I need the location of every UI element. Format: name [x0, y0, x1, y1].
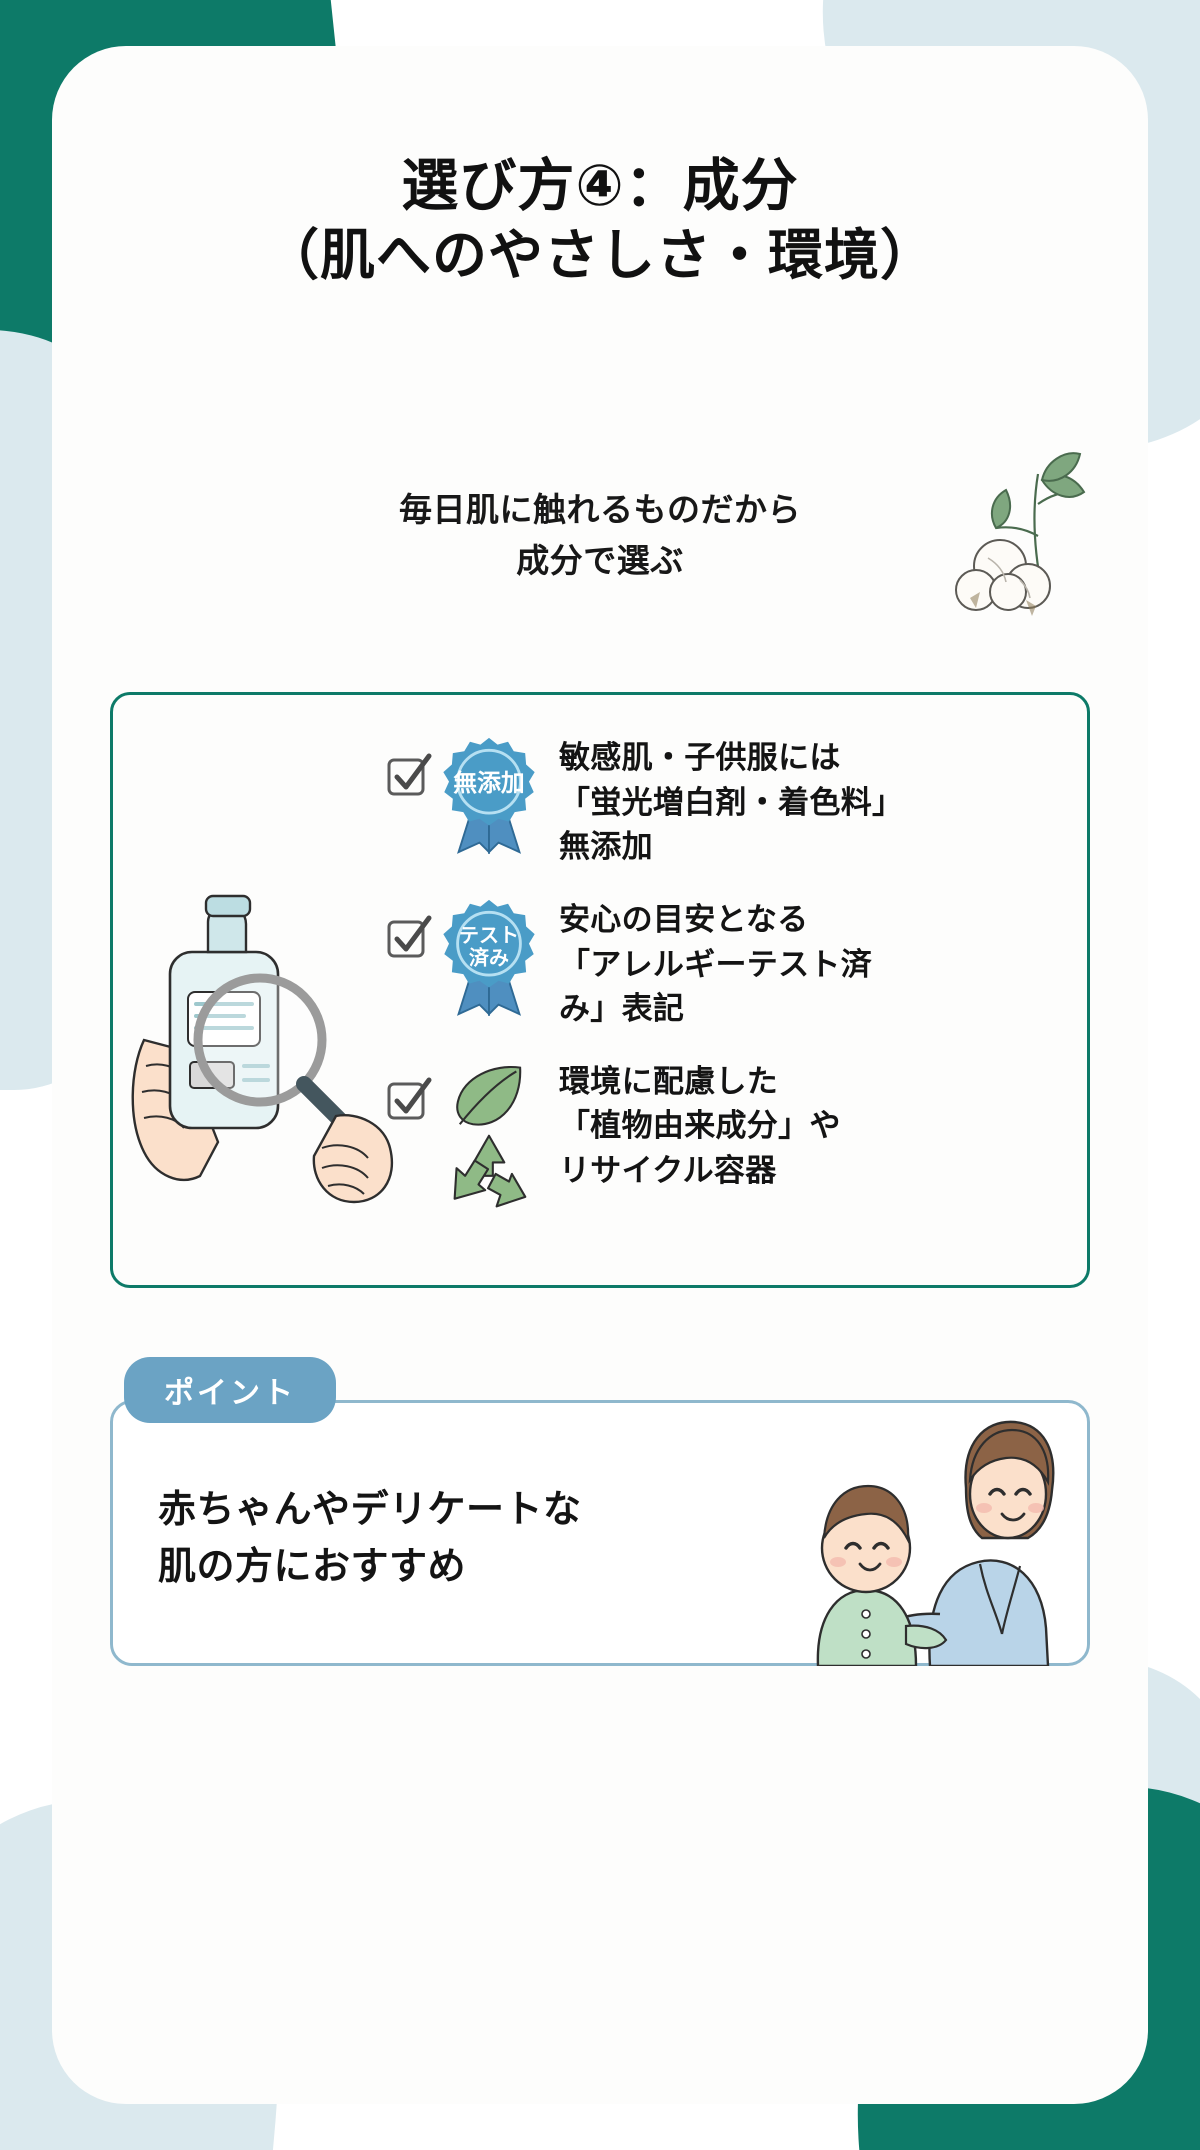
list-item-text: 安心の目安となる 「アレルギーテスト済 み」表記	[559, 892, 872, 1032]
detergent-bottle-magnifier-illustration	[131, 894, 394, 1204]
recycle-icon	[453, 1134, 527, 1208]
list-item-text-line-2: 「蛍光増白剤・着色料」	[559, 784, 904, 820]
list-item-text-line-3: み」表記	[559, 991, 685, 1027]
page-subtitle-line-1: 毎日肌に触れるものだから	[399, 491, 801, 528]
checkbox-checked-icon[interactable]	[385, 752, 433, 800]
list-item-text-line-3: リサイクル容器	[559, 1153, 777, 1188]
criteria-box	[110, 692, 1090, 1288]
point-tag: ポイント	[124, 1357, 336, 1423]
criteria-list: 無添加 敏感肌・子供服には 「蛍光増白剤・着色料」 無添加	[385, 730, 1065, 1214]
list-item-text: 環境に配慮した 「植物由来成分」や リサイクル容器	[559, 1054, 841, 1194]
point-text: 赤ちゃんやデリケートな 肌の方におすすめ	[158, 1482, 582, 1596]
list-item-text-line-2: 「アレルギーテスト済	[559, 946, 872, 982]
page-title: 選び方④：成分 （肌へのやさしさ・環境）	[0, 152, 1200, 289]
cotton-branch-illustration	[955, 452, 1086, 616]
checkbox-checked-icon[interactable]	[385, 914, 433, 962]
list-item[interactable]: 無添加 敏感肌・子供服には 「蛍光増白剤・着色料」 無添加	[385, 730, 1065, 870]
badge-label-2: 済み	[469, 945, 509, 969]
list-item-text-line-1: 安心の目安となる	[559, 901, 809, 937]
leaf-and-recycle-icon	[441, 1062, 537, 1214]
list-item-text-line-3: 無添加	[559, 829, 653, 865]
page-subtitle: 毎日肌に触れるものだから 成分で選ぶ	[0, 484, 1200, 586]
point-text-line-2: 肌の方におすすめ	[158, 1546, 467, 1588]
checkbox-checked-icon[interactable]	[385, 1076, 433, 1124]
page-title-line-1: 選び方④：成分	[401, 154, 799, 218]
ribbon-badge-icon: 無添加	[441, 736, 537, 854]
ribbon-badge-icon: テスト 済み	[441, 898, 537, 1016]
mother-and-baby-illustration	[816, 1420, 1055, 1666]
list-item-text-line-2: 「植物由来成分」や	[559, 1108, 841, 1144]
list-item-text-line-1: 敏感肌・子供服には	[559, 740, 841, 775]
list-item-text: 敏感肌・子供服には 「蛍光増白剤・着色料」 無添加	[559, 730, 903, 870]
badge-label-1: テスト	[459, 925, 519, 947]
badge-label-1: 無添加	[453, 769, 524, 797]
list-item-text-line-1: 環境に配慮した	[559, 1063, 779, 1099]
list-item[interactable]: テスト 済み 安心の目安となる 「アレルギーテスト済 み」表記	[385, 892, 1065, 1032]
list-item[interactable]: 環境に配慮した 「植物由来成分」や リサイクル容器	[385, 1054, 1065, 1214]
point-text-line-1: 赤ちゃんやデリケートな	[158, 1489, 582, 1531]
page-subtitle-line-2: 成分で選ぶ	[516, 542, 684, 580]
leaf-icon	[456, 1065, 522, 1126]
page-title-line-2: （肌へのやさしさ・環境）	[263, 223, 936, 286]
